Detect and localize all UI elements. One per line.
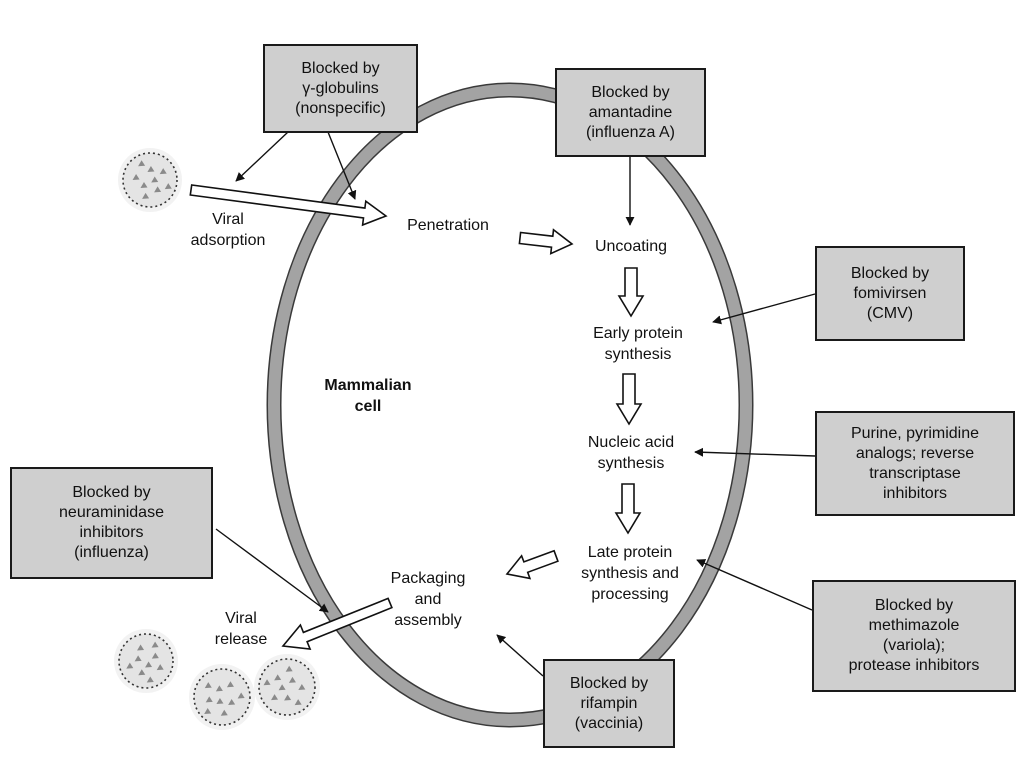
step-uncoating: Uncoating [566,236,696,257]
step-line: Packaging [390,570,466,587]
pointer-arrow-icon [496,634,544,677]
blocker-box-methimazole: Blocked by methimazole (variola); protea… [812,580,1016,692]
virus-particle-icon [118,148,182,212]
virus-particle-icon [189,664,255,730]
blocker-line: (variola); [882,637,946,654]
pointer-arrow-icon [712,293,816,325]
pointer-arrow-icon [235,131,289,182]
blocker-line: Blocked by [850,264,930,282]
blocker-line: (nonspecific) [295,99,386,117]
cell-label: Mammalian cell [313,375,423,417]
blocker-line: Blocked by [569,674,649,692]
blocker-box-rifampin: Blocked by rifampin (vaccinia) [543,659,675,748]
step-line: release [214,631,268,648]
cell-label-line: Mammalian [324,377,412,394]
blocker-line: (vaccinia) [574,714,644,732]
blocker-line: neuraminidase [59,504,164,521]
pointer-arrow-icon [696,559,813,611]
step-line: assembly [394,612,462,629]
blocker-line: rifampin [580,694,638,712]
blocker-line: inhibitors [882,484,948,502]
pointer-arrow-icon [215,528,329,613]
cell-label-line: cell [354,398,382,415]
hollow-arrow-icon [614,483,642,535]
step-viral-adsorption: Viral adsorption [163,209,293,251]
pointer-arrow-icon [327,131,357,200]
step-line: adsorption [190,232,266,249]
step-line: and [414,591,442,608]
blocker-box-neuraminidase: Blocked by neuraminidase inhibitors (inf… [10,467,213,579]
hollow-arrow-icon [189,184,388,227]
step-line: Early protein [593,325,683,342]
step-line: Viral [225,610,257,627]
blocker-line: Blocked by [301,59,380,77]
blocker-line: (CMV) [866,304,914,322]
hollow-flow-arrows [189,184,645,651]
blocker-line: (influenza) [74,544,149,561]
step-line: Penetration [407,217,489,234]
hollow-arrow-icon [281,597,393,651]
blocker-box-fomivirsen: Blocked by fomivirsen (CMV) [815,246,965,341]
hollow-arrow-icon [617,267,645,318]
virus-particles [114,148,320,730]
blocker-line: (influenza A) [586,123,675,141]
step-early-protein-synthesis: Early protein synthesis [558,323,718,365]
blocker-line: Blocked by [591,83,670,101]
step-line: Uncoating [594,238,668,255]
step-line: Viral [212,211,244,228]
blocker-line: Blocked by [874,597,954,614]
blocker-line: Purine, pyrimidine [850,424,980,442]
virus-particle-icon [114,629,178,693]
step-viral-release: Viral release [191,608,291,650]
pointer-arrow-icon [694,447,816,457]
hollow-arrow-icon [518,228,574,255]
blocker-line: analogs; reverse [855,444,975,462]
step-penetration: Penetration [383,215,513,236]
step-line: processing [591,586,669,603]
blocker-line: Blocked by [72,484,151,501]
step-packaging-assembly: Packaging and assembly [378,568,478,631]
step-line: Nucleic acid [587,434,675,451]
step-line: Late protein [587,544,673,561]
blocker-line: inhibitors [79,524,144,541]
hollow-arrow-icon [615,373,643,426]
step-late-protein-synthesis: Late protein synthesis and processing [550,542,710,605]
step-line: synthesis and [581,565,679,582]
step-line: synthesis [597,455,665,472]
blocker-box-analogs: Purine, pyrimidine analogs; reverse tran… [815,411,1015,516]
cell-membrane-fill [268,84,752,726]
blocker-line: methimazole [868,617,960,634]
blocker-line: fomivirsen [853,284,927,302]
hollow-arrow-icon [505,549,559,580]
blocker-box-globulins: Blocked by γ-globulins (nonspecific) [263,44,418,133]
blocker-line: γ-globulins [302,79,379,97]
blocker-line: protease inhibitors [848,657,980,674]
pointer-arrows [215,131,816,677]
step-line: synthesis [604,346,672,363]
step-nucleic-acid-synthesis: Nucleic acid synthesis [551,432,711,474]
blocker-line: transcriptase [869,464,961,482]
blocker-line: amantadine [588,103,673,121]
virus-particle-icon [254,654,320,720]
blocker-box-amantadine: Blocked by amantadine (influenza A) [555,68,706,157]
